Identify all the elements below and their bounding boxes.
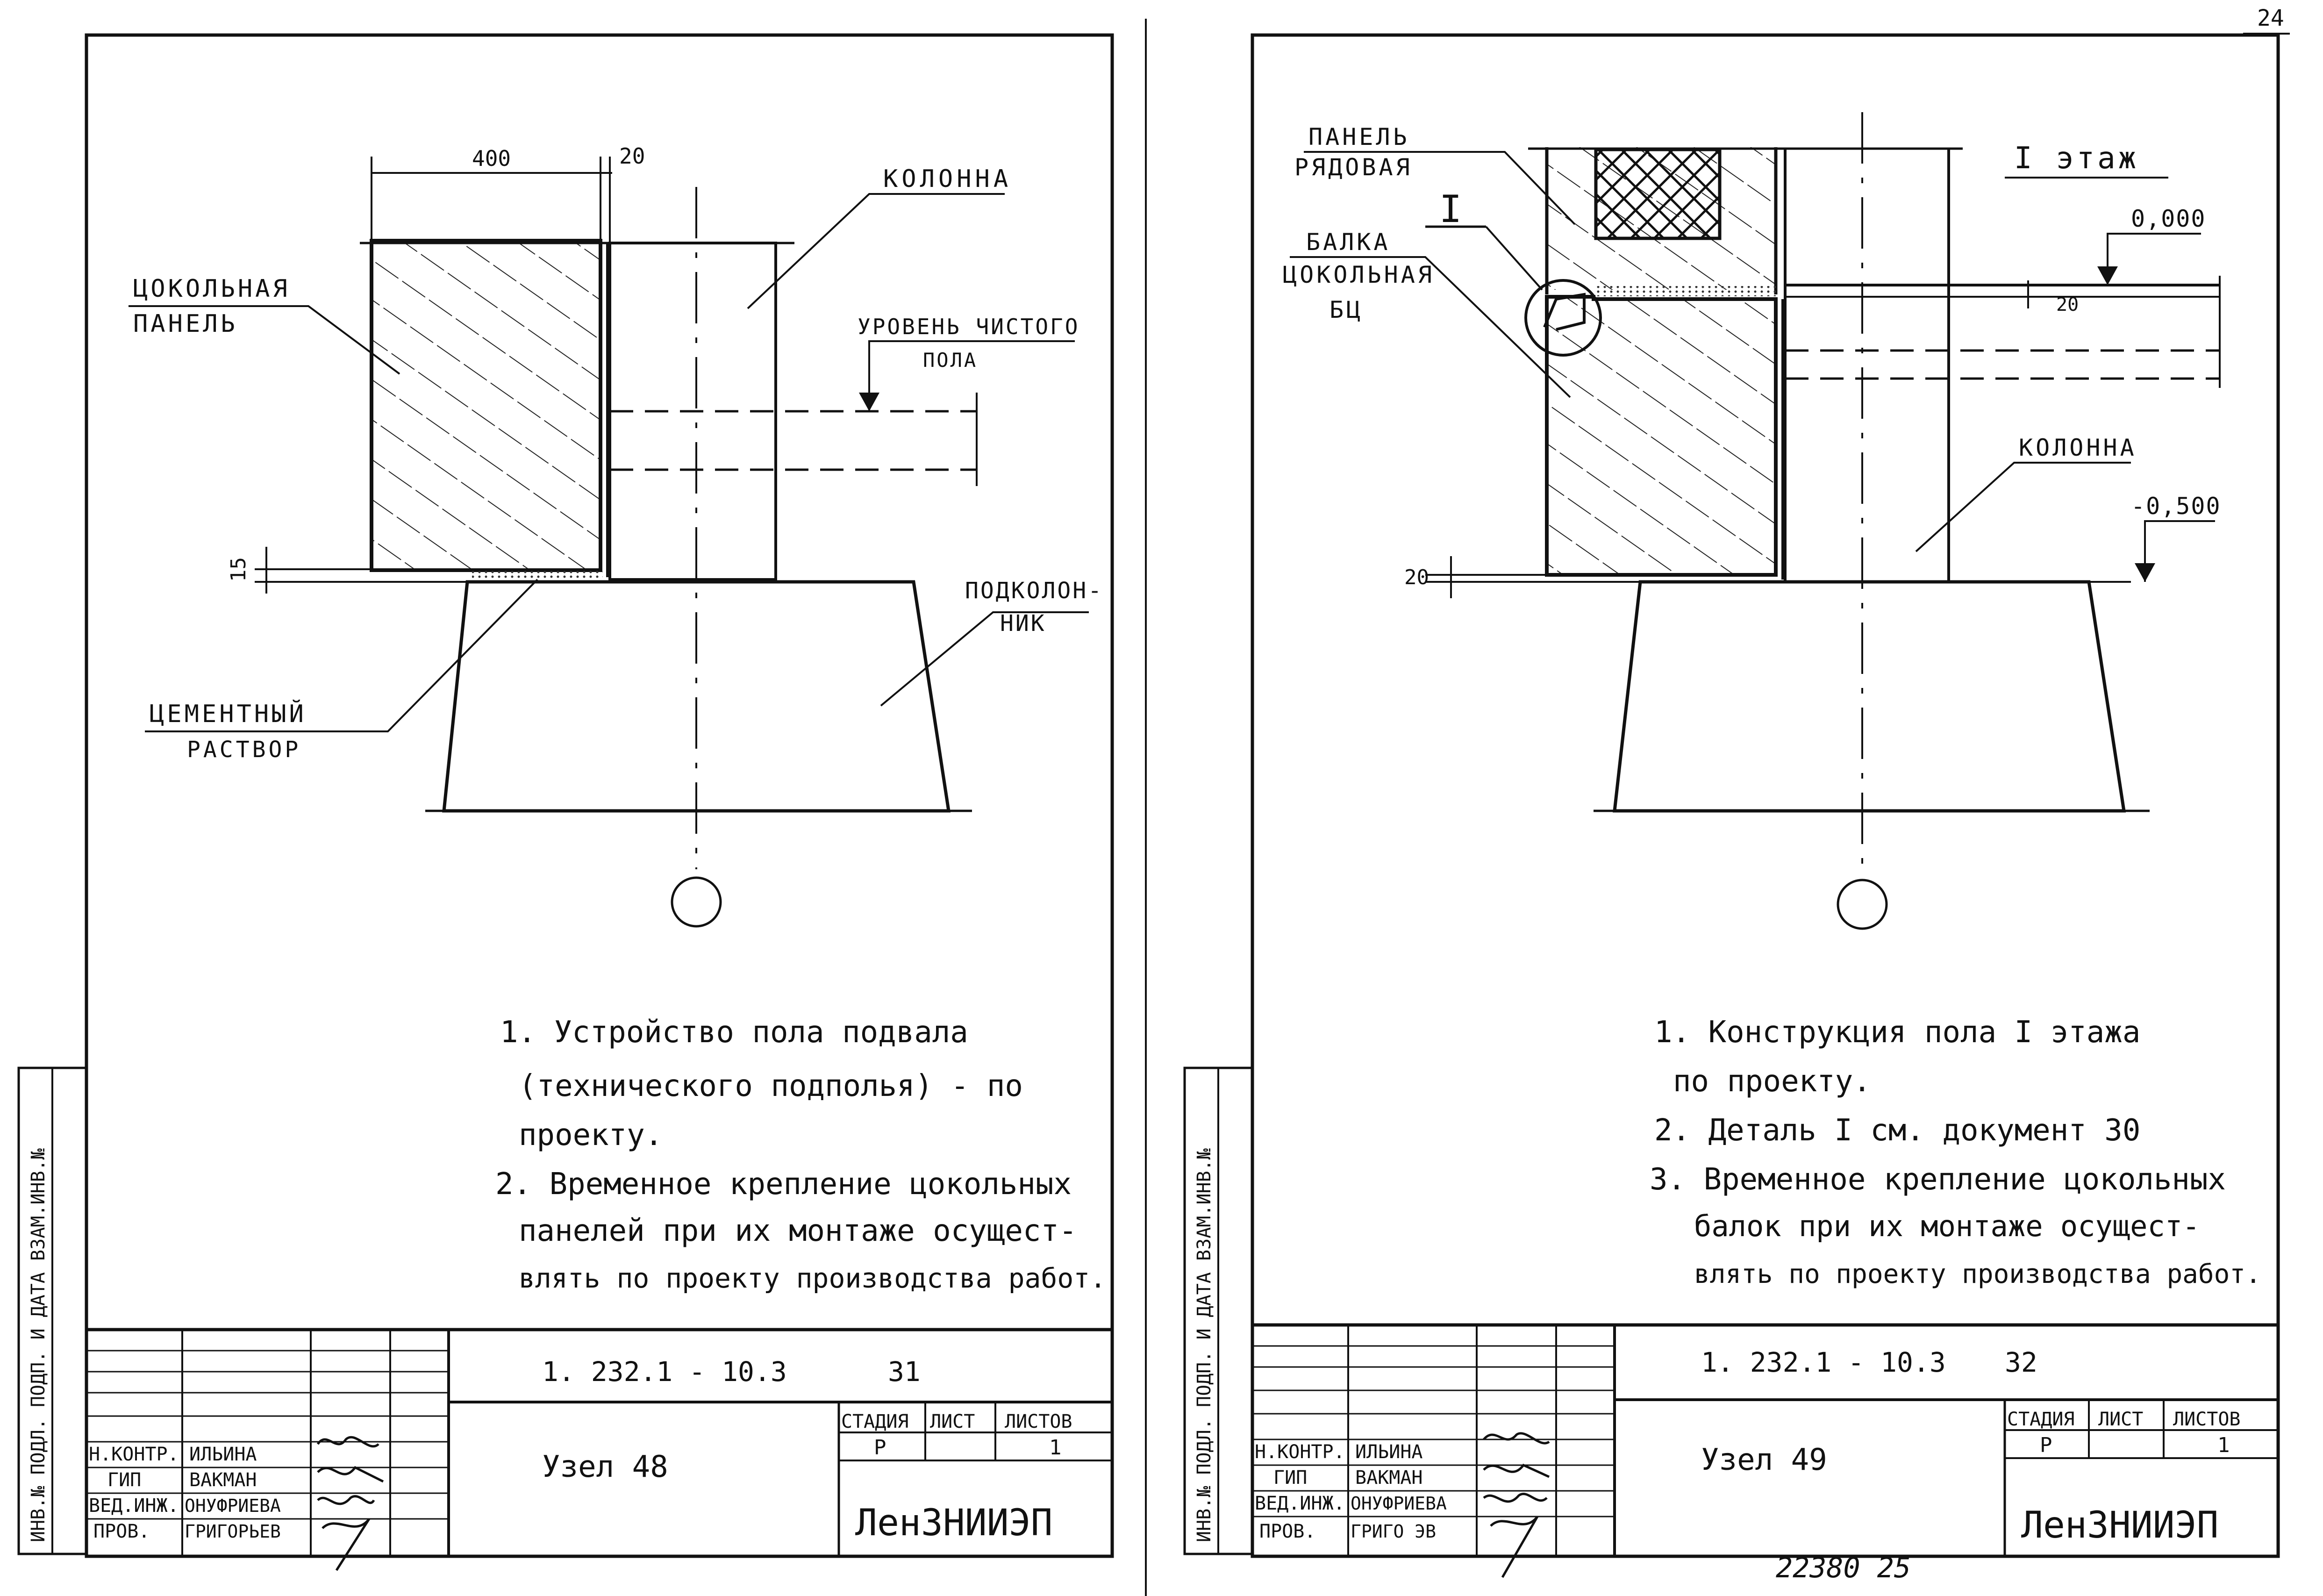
- axis-marker: [671, 876, 722, 928]
- insulation: [1594, 148, 1722, 240]
- role-label: Н.КОНТР.: [1255, 1441, 1345, 1463]
- left-side-stamp: ИНВ.№ ПОДЛ. ПОДП. И ДАТА ВЗАМ.ИНВ.№: [28, 1148, 49, 1542]
- signature: [316, 1436, 379, 1448]
- plinth-panel: [370, 239, 602, 572]
- sheet-header: ЛИСТ: [930, 1411, 975, 1432]
- signature: [317, 1466, 384, 1483]
- left-sheet-frame: [85, 33, 1114, 1558]
- label-panel-2: РЯДОВАЯ: [1294, 154, 1413, 181]
- label-beam-3: БЦ: [1329, 296, 1363, 323]
- sheet-title: Узел 48: [542, 1450, 668, 1484]
- note-line: 1. Устройство пола подвала: [500, 1015, 968, 1050]
- dim-width: 400: [472, 146, 511, 171]
- left-sheet: ИНВ.№ ПОДЛ. ПОДП. И ДАТА ВЗАМ.ИНВ.№ 400 …: [17, 33, 1114, 1571]
- signature: [1483, 1432, 1550, 1445]
- dim-top-gap: 20: [2056, 294, 2079, 315]
- detail-circle: [1524, 279, 1602, 357]
- sheet-number: 32: [2005, 1346, 2037, 1378]
- note-line: (технического подполья) - по: [519, 1069, 1023, 1103]
- stage-header: СТАДИЯ: [2007, 1409, 2075, 1430]
- left-notes: 1. Устройство пола подвала (технического…: [495, 1015, 1106, 1294]
- person-name: ВАКМАН: [189, 1469, 257, 1491]
- label-beam-1: БАЛКА: [1306, 229, 1391, 256]
- note-line: по проекту.: [1673, 1064, 1871, 1099]
- sheets-header: ЛИСТОВ: [2173, 1409, 2241, 1430]
- doc-code: 1. 232.1 - 10.3: [1701, 1346, 1946, 1378]
- label-floor-title: I этаж: [2014, 141, 2139, 176]
- stage-value: Р: [2040, 1433, 2052, 1457]
- label-detail-mark: I: [1439, 187, 1462, 231]
- right-title-block: 1. 232.1 - 10.3 32 Узел 49 СТАДИЯ ЛИСТ Л…: [1252, 1323, 2278, 1578]
- person-name: ГРИГО ЭВ: [1351, 1521, 1436, 1542]
- person-name: ОНУФРИЕВА: [185, 1496, 281, 1516]
- note-line: проекту.: [519, 1118, 663, 1152]
- person-name: ВАКМАН: [1355, 1467, 1423, 1489]
- signature: [1483, 1493, 1548, 1503]
- role-label: Н.КОНТР.: [89, 1444, 179, 1465]
- person-name: ИЛЬИНА: [1355, 1441, 1423, 1463]
- footer-stamp: 22380 25: [1776, 1552, 1911, 1584]
- org-name: ЛенЗНИИЭП: [855, 1502, 1053, 1544]
- role-label: ГИП: [107, 1469, 141, 1491]
- sheets-value: 1: [2217, 1433, 2230, 1457]
- corner-page-number: 24: [2257, 5, 2284, 31]
- note-line: 2. Деталь I см. документ 30: [1654, 1113, 2140, 1148]
- note-line: влять по проекту производства работ.: [1694, 1259, 2261, 1289]
- dim-gap: 20: [619, 143, 645, 169]
- note-line: 2. Временное крепление цокольных: [495, 1167, 1072, 1202]
- label-level-minus: -0,500: [2131, 493, 2221, 520]
- plinth-beam: [1545, 295, 1778, 577]
- undercolumn-foundation: [1613, 580, 2126, 813]
- label-floor-level-1: УРОВЕНЬ ЧИСТОГО: [858, 314, 1079, 339]
- label-undercolumn-2: НИК: [1000, 610, 1046, 637]
- person-name: ГРИГОРЬЕВ: [185, 1521, 281, 1542]
- label-undercolumn-1: ПОДКОЛОН-: [965, 578, 1103, 604]
- sheet-number: 31: [888, 1356, 921, 1388]
- note-line: 1. Конструкция пола I этажа: [1654, 1015, 2140, 1050]
- doc-code: 1. 232.1 - 10.3: [542, 1356, 787, 1388]
- sheets-value: 1: [1049, 1436, 1062, 1460]
- role-label: ГИП: [1273, 1467, 1307, 1489]
- signature: [1490, 1516, 1539, 1578]
- stage-header: СТАДИЯ: [841, 1411, 909, 1432]
- note-line: панелей при их монтаже осущест-: [519, 1214, 1077, 1248]
- label-mortar-2: РАСТВОР: [187, 737, 301, 763]
- label-column: КОЛОННА: [2019, 434, 2137, 461]
- sheet-header: ЛИСТ: [2098, 1409, 2143, 1430]
- sheets-header: ЛИСТОВ: [1005, 1411, 1072, 1432]
- note-line: влять по проекту производства работ.: [519, 1262, 1106, 1294]
- dim-bottom-gap: 15: [227, 557, 250, 582]
- label-panel-1: ПАНЕЛЬ: [1308, 123, 1410, 150]
- role-label: ПРОВ.: [1259, 1521, 1315, 1542]
- left-title-block: 1. 232.1 - 10.3 31 Узел 48 СТАДИЯ ЛИСТ Л…: [86, 1328, 1112, 1571]
- label-plinth-panel-1: ЦОКОЛЬНАЯ: [133, 275, 290, 303]
- label-mortar-1: ЦЕМЕНТНЫЙ: [150, 700, 307, 728]
- role-label: ПРОВ.: [93, 1521, 150, 1542]
- cement-mortar: [472, 569, 603, 580]
- right-sheet-frame: [1251, 33, 2280, 1558]
- label-beam-2: ЦОКОЛЬНАЯ: [1283, 261, 1435, 288]
- right-side-stamp: ИНВ.№ ПОДЛ. ПОДП. И ДАТА ВЗАМ.ИНВ.№: [1194, 1148, 1215, 1542]
- right-notes: 1. Конструкция пола I этажа по проекту. …: [1650, 1015, 2261, 1289]
- axis-marker: [1837, 879, 1888, 930]
- stage-value: Р: [874, 1436, 886, 1460]
- role-label: ВЕД.ИНЖ.: [1255, 1493, 1345, 1514]
- note-line: 3. Временное крепление цокольных: [1650, 1162, 2226, 1197]
- label-column: КОЛОННА: [883, 165, 1012, 193]
- note-line: балок при их монтаже осущест-: [1694, 1209, 2200, 1243]
- org-name: ЛенЗНИИЭП: [2021, 1504, 2219, 1546]
- person-name: ИЛЬИНА: [189, 1444, 257, 1465]
- signature: [322, 1518, 371, 1571]
- label-plinth-panel-2: ПАНЕЛЬ: [133, 310, 238, 338]
- dim-bottom-gap: 20: [1404, 565, 1429, 589]
- role-label: ВЕД.ИНЖ.: [89, 1495, 179, 1517]
- mortar-joint: [1594, 286, 1776, 296]
- person-name: ОНУФРИЕВА: [1351, 1493, 1447, 1514]
- label-floor-level-2: ПОЛА: [923, 349, 978, 372]
- sheet-title: Узел 49: [1701, 1443, 1827, 1477]
- right-sheet: ИНВ.№ ПОДЛ. ПОДП. И ДАТА ВЗАМ.ИНВ.№: [1183, 33, 2280, 1584]
- signature: [317, 1495, 375, 1505]
- label-level-0: 0,000: [2131, 205, 2206, 232]
- signature: [1483, 1463, 1550, 1478]
